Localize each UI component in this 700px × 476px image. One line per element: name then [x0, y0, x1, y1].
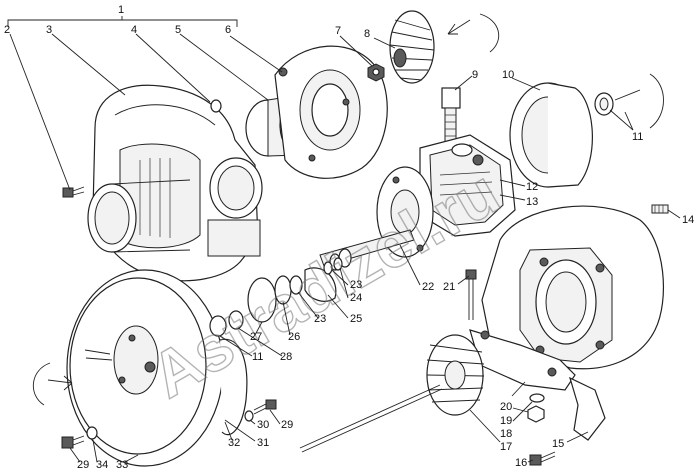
label-32: 32 [228, 437, 240, 449]
turbine-housing [481, 205, 664, 370]
washer-34 [86, 426, 98, 440]
label-3: 3 [46, 24, 52, 36]
support-bracket-15 [469, 329, 606, 441]
turbine-wheel-17 [299, 334, 485, 453]
ring-23-lower [289, 275, 303, 295]
label-17: 17 [500, 441, 512, 453]
label-4: 4 [131, 24, 137, 36]
ring-25 [304, 267, 337, 302]
label-8: 8 [364, 28, 370, 40]
label-9: 9 [472, 69, 478, 81]
washer-30 [244, 410, 254, 422]
airflow-arrow-left [32, 362, 73, 406]
label-2: 2 [4, 24, 10, 36]
label-15: 15 [552, 438, 564, 450]
label-5: 5 [175, 24, 181, 36]
bolt-16 [529, 451, 556, 466]
airflow-arrow-top [447, 13, 500, 53]
label-10: 10 [502, 69, 514, 81]
ring-24 [333, 257, 343, 271]
label-31: 31 [257, 437, 269, 449]
label-18: 18 [500, 428, 512, 440]
bolt-29-left [61, 435, 85, 449]
oil-fitting-9 [441, 87, 461, 145]
pulley-cover-33 [66, 269, 224, 467]
label-30: 30 [257, 419, 269, 431]
label-11-lower: 11 [252, 351, 263, 363]
label-23-upper: 23 [350, 279, 362, 291]
nut-7 [367, 63, 385, 82]
label-23-lower: 23 [314, 313, 326, 325]
label-19: 19 [500, 415, 512, 427]
seal-plate-32 [219, 338, 248, 436]
bolt-21 [465, 269, 477, 320]
label-24: 24 [350, 292, 362, 304]
label-11-top: 11 [632, 131, 643, 143]
label-21: 21 [443, 281, 455, 293]
label-13: 13 [526, 196, 538, 208]
label-28: 28 [280, 351, 292, 363]
stud-14 [651, 204, 669, 214]
assembly-bracket [7, 16, 238, 27]
callout-labels: 1 2 3 4 5 6 7 8 9 10 11 12 13 14 15 16 1… [4, 4, 694, 471]
diffuser-plate-6 [274, 45, 388, 179]
label-29-left: 29 [77, 459, 89, 471]
label-14: 14 [682, 214, 694, 226]
label-6: 6 [225, 24, 231, 36]
label-27: 27 [250, 331, 262, 343]
bolt-2 [62, 186, 85, 198]
seal-ring-10 [509, 82, 593, 188]
washer-19 [529, 393, 545, 403]
bolt-29-right [253, 399, 277, 415]
label-7: 7 [335, 25, 341, 37]
bushing-11-lower [209, 315, 227, 337]
label-22: 22 [422, 281, 434, 293]
label-26: 26 [288, 331, 300, 343]
o-ring-4 [210, 99, 222, 113]
label-29-right: 29 [281, 419, 293, 431]
label-25: 25 [350, 313, 362, 325]
label-33: 33 [116, 459, 128, 471]
airflow-arrow-right [614, 73, 664, 129]
compressor-wheel-8 [389, 10, 435, 84]
compressor-housing [87, 84, 263, 282]
leader-lines [9, 33, 681, 463]
label-1: 1 [118, 4, 124, 16]
label-12: 12 [526, 181, 538, 193]
label-16: 16 [515, 457, 527, 469]
ring-23-upper [323, 261, 333, 275]
bushing-11-top [594, 92, 614, 116]
bearing-housing-13 [419, 134, 516, 237]
ring-28 [228, 310, 244, 330]
label-20: 20 [500, 401, 512, 413]
nut-18 [527, 405, 545, 423]
back-plate [376, 166, 434, 258]
label-34: 34 [96, 459, 108, 471]
